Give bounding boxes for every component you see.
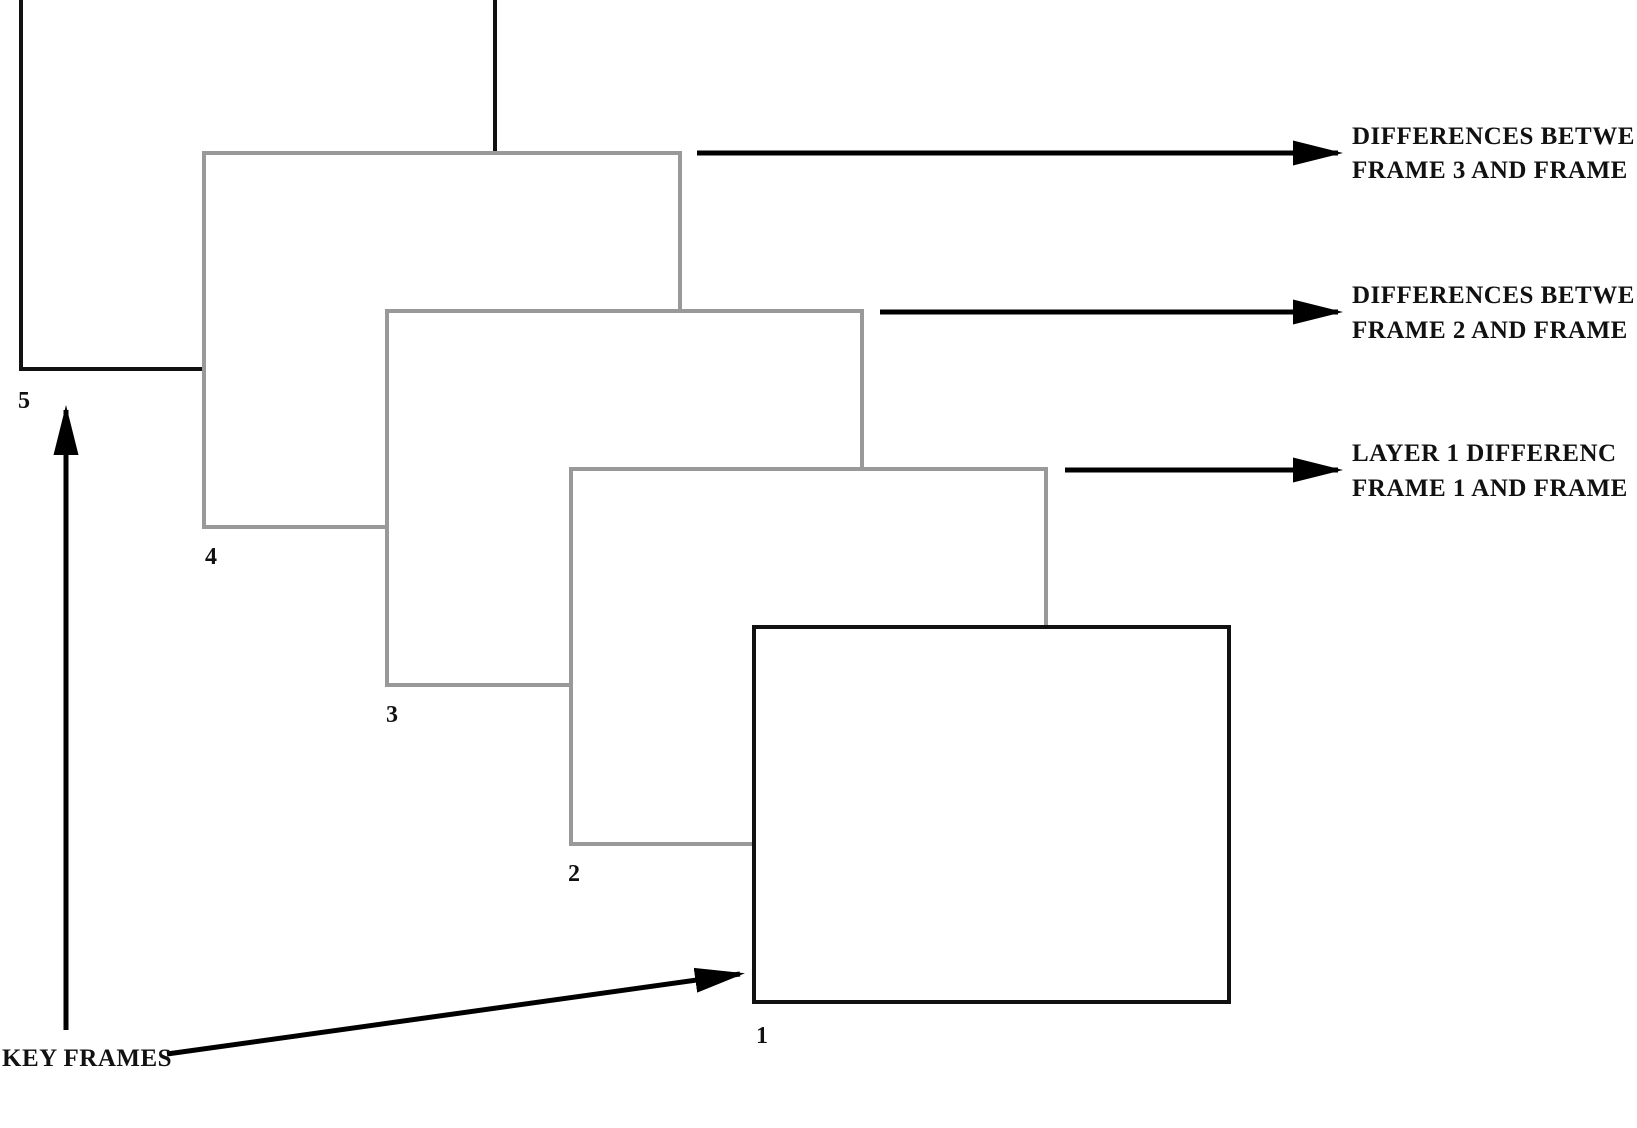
annotation-2-line1: DIFFERENCES BETWE [1352,282,1635,309]
annotation-3-line1: LAYER 1 DIFFERENC [1352,440,1617,467]
frame-4-label: 4 [205,544,217,570]
annotation-2-line2: FRAME 2 AND FRAME [1352,317,1628,344]
frame-3-label: 3 [386,702,398,728]
arrow-to-frame-1 [166,967,745,1057]
annotation-1-line1: DIFFERENCES BETWE [1352,123,1635,150]
frame-1-label: 1 [756,1023,768,1049]
key-frames-label: KEY FRAMES [2,1045,172,1072]
frame-1 [752,625,1231,1004]
frame-2-label: 2 [568,861,580,887]
annotation-3-line2: FRAME 1 AND FRAME [1352,475,1628,502]
frame-5-label: 5 [18,388,30,414]
annotation-1-line2: FRAME 3 AND FRAME [1352,157,1628,184]
